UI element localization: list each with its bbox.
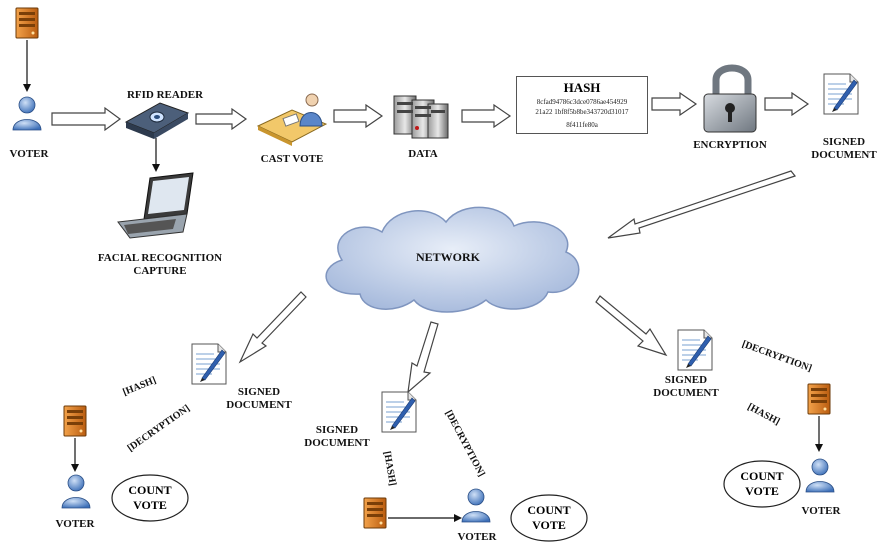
middle-count-vote-label: COUNT VOTE (511, 503, 587, 533)
count-vote-ellipse (510, 494, 588, 542)
facial-recognition-label: FACIAL RECOGNITION CAPTURE (70, 252, 250, 278)
rfid-reader-label: RFID READER (126, 89, 204, 101)
count-vote-ellipse (723, 460, 801, 508)
flow-arrow (764, 91, 810, 117)
cloud-icon (325, 206, 580, 313)
database-icon (393, 95, 449, 139)
left-count-line1: COUNT (128, 483, 172, 497)
right-signed-line2: DOCUMENT (653, 387, 719, 399)
signed-document-icon (823, 73, 859, 115)
voter-icon (461, 488, 491, 523)
signed-document-label: SIGNED DOCUMENT (800, 136, 888, 162)
hash-box: HASH 8cfad94786c3dce0786ae454929 21a22 1… (516, 76, 648, 134)
facial-recognition-line2: CAPTURE (133, 265, 187, 277)
server-icon (15, 7, 39, 39)
middle-signed-document-label: SIGNED DOCUMENT (292, 424, 382, 450)
count-vote-ellipse (111, 474, 189, 522)
signed-document-line1: SIGNED (822, 136, 866, 148)
flow-arrow (595, 295, 668, 357)
left-signed-line1: SIGNED (237, 386, 281, 398)
flow-arrow (407, 321, 439, 394)
hash-title: HASH (563, 80, 601, 95)
flow-arrow (651, 91, 698, 117)
encryption-label: ENCRYPTION (693, 139, 767, 151)
left-voter-label: VOTER (55, 518, 95, 530)
right-signed-line1: SIGNED (664, 374, 708, 386)
right-voter-label: VOTER (801, 505, 841, 517)
arrowhead (152, 164, 160, 172)
server-icon (63, 405, 87, 437)
middle-signed-line2: DOCUMENT (304, 437, 370, 449)
signed-document-icon (677, 329, 713, 371)
right-count-line1: COUNT (740, 469, 784, 483)
server-icon (363, 497, 387, 529)
arrowhead (815, 444, 823, 452)
flow-arrow (51, 106, 122, 132)
left-count-vote-label: COUNT VOTE (112, 483, 188, 513)
flow-arrow (238, 291, 307, 364)
left-signed-document-label: SIGNED DOCUMENT (214, 386, 304, 412)
middle-count-line1: COUNT (527, 503, 571, 517)
arrowhead (23, 84, 31, 92)
right-signed-document-label: SIGNED DOCUMENT (638, 374, 734, 400)
hash-line-2: 21a22 1bf8f5b8be343720d31017 (535, 108, 629, 116)
padlock-icon (703, 64, 757, 133)
right-count-vote-label: COUNT VOTE (724, 469, 800, 499)
left-signed-line2: DOCUMENT (226, 399, 292, 411)
cast-vote-label: CAST VOTE (260, 153, 324, 165)
signed-document-icon (191, 343, 227, 385)
flow-arrow (607, 170, 797, 239)
voter-icon (805, 458, 835, 493)
voter-icon (61, 474, 91, 509)
arrowhead (454, 514, 462, 522)
data-label: DATA (408, 148, 438, 160)
cast-vote-icon (256, 93, 328, 146)
flow-arrow (461, 103, 512, 129)
arrowhead (71, 464, 79, 472)
facial-recognition-line1: FACIAL RECOGNITION (97, 252, 223, 264)
middle-count-line2: VOTE (532, 518, 566, 532)
left-count-line2: VOTE (133, 498, 167, 512)
voter-icon (12, 96, 42, 131)
middle-voter-label: VOTER (457, 531, 497, 543)
flow-arrow (333, 103, 384, 129)
laptop-icon (117, 172, 194, 239)
right-count-line2: VOTE (745, 484, 779, 498)
hash-line-3: 8f411fe80a (566, 121, 598, 129)
rfid-reader-icon (124, 102, 190, 139)
signed-document-line2: DOCUMENT (811, 149, 877, 161)
flow-arrow (195, 107, 248, 131)
network-label: NETWORK (415, 250, 480, 264)
middle-signed-line1: SIGNED (315, 424, 359, 436)
server-icon (807, 383, 831, 415)
hash-line-1: 8cfad94786c3dce0786ae454929 (536, 98, 628, 106)
voter-label: VOTER (9, 148, 49, 160)
signed-document-icon (381, 391, 417, 433)
